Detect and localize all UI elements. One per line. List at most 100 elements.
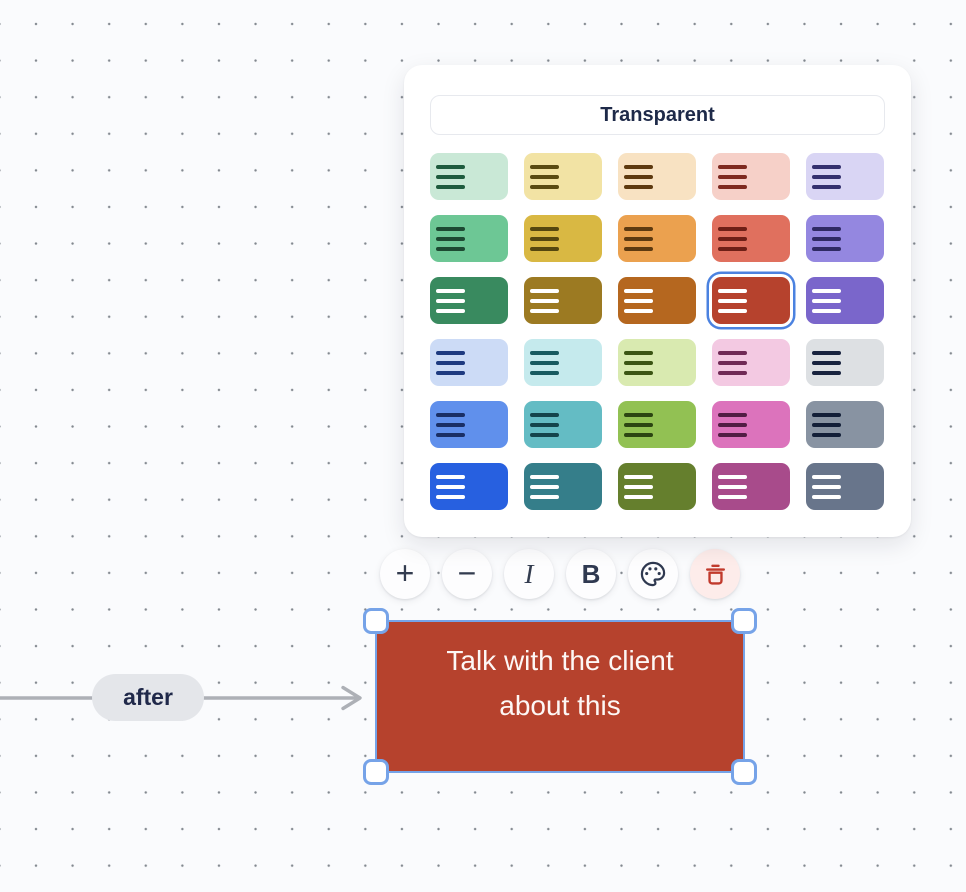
swatch-line xyxy=(436,370,465,375)
swatch-line xyxy=(718,422,747,427)
node-toolbar: + − I B xyxy=(380,549,740,599)
swatch-line xyxy=(624,236,653,241)
color-swatch-medium-green[interactable] xyxy=(430,215,508,262)
swatch-line xyxy=(812,412,841,417)
swatch-line xyxy=(530,164,559,169)
swatch-line xyxy=(530,350,559,355)
color-swatch-medium-orange[interactable] xyxy=(618,215,696,262)
resize-handle-se[interactable] xyxy=(731,759,757,785)
color-swatch-dark-pink[interactable] xyxy=(712,463,790,510)
color-swatch-dark-violet[interactable] xyxy=(806,277,884,324)
swatch-line xyxy=(624,184,653,189)
flow-node[interactable]: Talk with the client about this xyxy=(363,608,757,785)
arrowhead xyxy=(341,685,362,711)
color-swatch-medium-red[interactable] xyxy=(712,215,790,262)
swatch-line xyxy=(718,484,747,489)
swatch-line xyxy=(530,360,559,365)
decrease-size-button[interactable]: − xyxy=(442,549,492,599)
color-swatch-dark-gray[interactable] xyxy=(806,463,884,510)
swatch-line xyxy=(718,164,747,169)
swatch-line xyxy=(436,308,465,313)
italic-icon: I xyxy=(524,558,534,589)
delete-button[interactable] xyxy=(690,549,740,599)
swatch-line xyxy=(436,484,465,489)
color-swatch-dark-red[interactable] xyxy=(712,277,790,324)
color-swatch-medium-blue[interactable] xyxy=(430,401,508,448)
color-swatch-medium-gray[interactable] xyxy=(806,401,884,448)
swatch-line xyxy=(624,350,653,355)
node-text-line: Talk with the client xyxy=(446,645,674,676)
swatch-line xyxy=(436,246,465,251)
color-swatch-medium-violet[interactable] xyxy=(806,215,884,262)
bold-button[interactable]: B xyxy=(566,549,616,599)
color-swatch-dark-lime[interactable] xyxy=(618,463,696,510)
resize-handle-ne[interactable] xyxy=(731,608,757,634)
swatch-line xyxy=(718,474,747,479)
swatch-line xyxy=(812,236,841,241)
swatch-line xyxy=(530,308,559,313)
swatch-line xyxy=(530,174,559,179)
swatch-line xyxy=(718,226,747,231)
swatch-line xyxy=(436,174,465,179)
swatch-line xyxy=(812,174,841,179)
color-swatch-dark-green[interactable] xyxy=(430,277,508,324)
swatch-line xyxy=(436,360,465,365)
color-swatch-medium-pink[interactable] xyxy=(712,401,790,448)
swatch-line xyxy=(530,226,559,231)
resize-handle-sw[interactable] xyxy=(363,759,389,785)
swatch-line xyxy=(436,494,465,499)
color-swatch-light-blue[interactable] xyxy=(430,339,508,386)
swatch-line xyxy=(436,236,465,241)
swatch-line xyxy=(624,494,653,499)
swatch-line xyxy=(436,412,465,417)
swatch-line xyxy=(718,246,747,251)
color-swatch-light-orange[interactable] xyxy=(618,153,696,200)
resize-handle-nw[interactable] xyxy=(363,608,389,634)
swatch-line xyxy=(624,246,653,251)
swatch-line xyxy=(436,184,465,189)
color-swatch-light-gray[interactable] xyxy=(806,339,884,386)
swatch-line xyxy=(812,288,841,293)
swatch-line xyxy=(812,360,841,365)
color-swatch-light-lime[interactable] xyxy=(618,339,696,386)
swatch-line xyxy=(530,288,559,293)
color-swatch-light-yellow[interactable] xyxy=(524,153,602,200)
edge-label[interactable]: after xyxy=(92,674,204,721)
swatch-line xyxy=(530,412,559,417)
swatch-line xyxy=(436,474,465,479)
increase-size-button[interactable]: + xyxy=(380,549,430,599)
color-swatch-medium-yellow[interactable] xyxy=(524,215,602,262)
swatch-line xyxy=(812,164,841,169)
swatch-line xyxy=(812,370,841,375)
swatch-line xyxy=(530,474,559,479)
color-swatch-medium-cyan[interactable] xyxy=(524,401,602,448)
swatch-line xyxy=(530,422,559,427)
color-swatch-light-pink[interactable] xyxy=(712,339,790,386)
color-swatch-light-green[interactable] xyxy=(430,153,508,200)
style-panel: Transparent xyxy=(404,65,911,537)
color-swatch-light-red[interactable] xyxy=(712,153,790,200)
italic-button[interactable]: I xyxy=(504,549,554,599)
color-swatch-dark-blue[interactable] xyxy=(430,463,508,510)
swatch-line xyxy=(530,298,559,303)
swatch-line xyxy=(436,298,465,303)
transparent-button[interactable]: Transparent xyxy=(430,95,885,135)
color-swatch-dark-cyan[interactable] xyxy=(524,463,602,510)
color-swatch-light-violet[interactable] xyxy=(806,153,884,200)
swatch-line xyxy=(718,184,747,189)
swatch-line xyxy=(624,370,653,375)
swatch-line xyxy=(624,432,653,437)
node-text-line: about this xyxy=(499,690,621,721)
swatch-line xyxy=(718,350,747,355)
swatch-line xyxy=(436,288,465,293)
swatch-line xyxy=(530,494,559,499)
color-swatch-light-cyan[interactable] xyxy=(524,339,602,386)
color-swatch-dark-yellow[interactable] xyxy=(524,277,602,324)
color-style-button[interactable] xyxy=(628,549,678,599)
color-swatch-medium-lime[interactable] xyxy=(618,401,696,448)
minus-icon: − xyxy=(457,554,477,591)
swatch-line xyxy=(436,350,465,355)
swatch-line xyxy=(530,370,559,375)
color-swatch-dark-orange[interactable] xyxy=(618,277,696,324)
